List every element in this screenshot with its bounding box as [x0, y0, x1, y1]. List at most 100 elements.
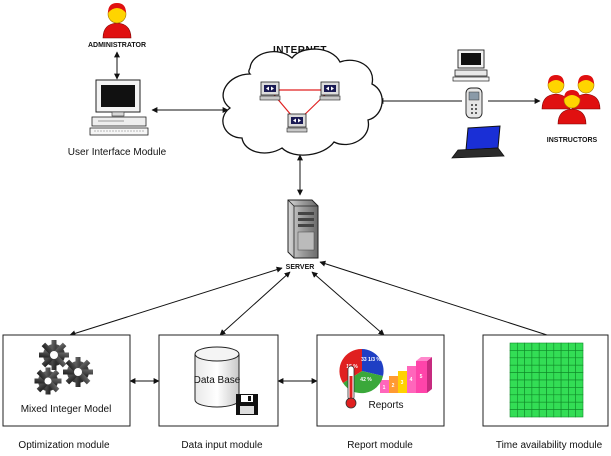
grid-cell [560, 394, 569, 403]
time-grid-icon [509, 342, 584, 418]
grid-cell [568, 394, 577, 403]
grid-cell [516, 401, 525, 410]
grid-cell [531, 387, 540, 396]
grid-cell [538, 342, 547, 351]
grid-cell [546, 387, 555, 396]
grid-cell [553, 379, 562, 388]
grid-cell [509, 379, 518, 388]
grid-cell [568, 379, 577, 388]
grid-cell [575, 342, 584, 351]
grid-cell [524, 364, 533, 373]
grid-cell [553, 394, 562, 403]
report-chart-icon: 1 2 3 4 5 33 1/3 % 15 % 42 % [339, 348, 432, 409]
grid-cell [516, 409, 525, 418]
pie-label: 33 1/3 % [361, 357, 381, 363]
grid-cell [524, 342, 533, 351]
grid-cell [516, 350, 525, 359]
grid-cell [575, 350, 584, 359]
grid-cell [560, 379, 569, 388]
bar-label: 3 [401, 380, 404, 386]
grid-cell [531, 372, 540, 381]
grid-cell [553, 409, 562, 418]
grid-cell [560, 342, 569, 351]
grid-cell [538, 409, 547, 418]
grid-cell [568, 387, 577, 396]
grid-cell [546, 401, 555, 410]
grid-cell [560, 387, 569, 396]
bar-label: 4 [410, 377, 413, 383]
grid-cell [509, 401, 518, 410]
grid-cell [531, 379, 540, 388]
network-node-icon [259, 81, 281, 101]
grid-cell [546, 350, 555, 359]
grid-cell [509, 357, 518, 366]
grid-cell [509, 372, 518, 381]
grid-cell [568, 372, 577, 381]
pie-chart [339, 348, 384, 394]
grid-cell [538, 401, 547, 410]
grid-cell [516, 379, 525, 388]
grid-cell [531, 409, 540, 418]
internet-label: INTERNET [273, 45, 327, 56]
grid-cell [560, 357, 569, 366]
grid-cell [524, 401, 533, 410]
grid-cell [575, 401, 584, 410]
grid-cell [524, 394, 533, 403]
grid-cell [575, 357, 584, 366]
laptop-icon [451, 125, 505, 159]
server-label: SERVER [286, 264, 315, 271]
time-availability-module-caption: Time availability module [496, 440, 603, 451]
grid-cell [516, 387, 525, 396]
thermometer-icon [345, 365, 357, 409]
mixed-integer-model-label: Mixed Integer Model [21, 404, 112, 415]
grid-cell [516, 372, 525, 381]
grid-cell [553, 401, 562, 410]
grid-cell [509, 394, 518, 403]
administrator-label: ADMINISTRATOR [88, 42, 146, 49]
ui-computer-icon [89, 79, 149, 136]
grid-cell [575, 394, 584, 403]
grid-cell [568, 409, 577, 418]
grid-cell [524, 350, 533, 359]
grid-cell [531, 350, 540, 359]
grid-cell [538, 364, 547, 373]
grid-cell [538, 357, 547, 366]
grid-cell [575, 409, 584, 418]
grid-cell [553, 364, 562, 373]
grid-cell [531, 394, 540, 403]
server-to-optimization-arrow [69, 266, 283, 337]
desktop-computer-icon [452, 49, 490, 82]
ui-module-label: User Interface Module [68, 147, 167, 158]
grid-cell [575, 372, 584, 381]
grid-cell [553, 342, 562, 351]
grid-cell [568, 364, 577, 373]
grid-cell [538, 394, 547, 403]
connectors [69, 51, 548, 384]
bar-label: 2 [392, 383, 395, 389]
grid-cell [531, 357, 540, 366]
grid-cell [531, 364, 540, 373]
grid-cell [546, 364, 555, 373]
grid-cell [509, 387, 518, 396]
grid-cell [538, 379, 547, 388]
grid-cell [516, 364, 525, 373]
database-cylinder-icon [194, 346, 240, 408]
grid-cell [560, 401, 569, 410]
grid-cell [546, 379, 555, 388]
network-node-icon [319, 81, 341, 101]
database-label: Data Base [194, 375, 241, 386]
grid-cell [575, 379, 584, 388]
grid-cell [560, 364, 569, 373]
pie-label: 42 % [360, 377, 372, 383]
grid-cell [568, 401, 577, 410]
grid-cell [546, 357, 555, 366]
instructors-group-icon [541, 75, 601, 125]
grid-cell [524, 387, 533, 396]
server-icon [287, 199, 319, 259]
optimization-module-caption: Optimization module [18, 440, 110, 451]
grid-cell [516, 357, 525, 366]
bar-label: 1 [383, 385, 386, 391]
grid-cell [538, 387, 547, 396]
